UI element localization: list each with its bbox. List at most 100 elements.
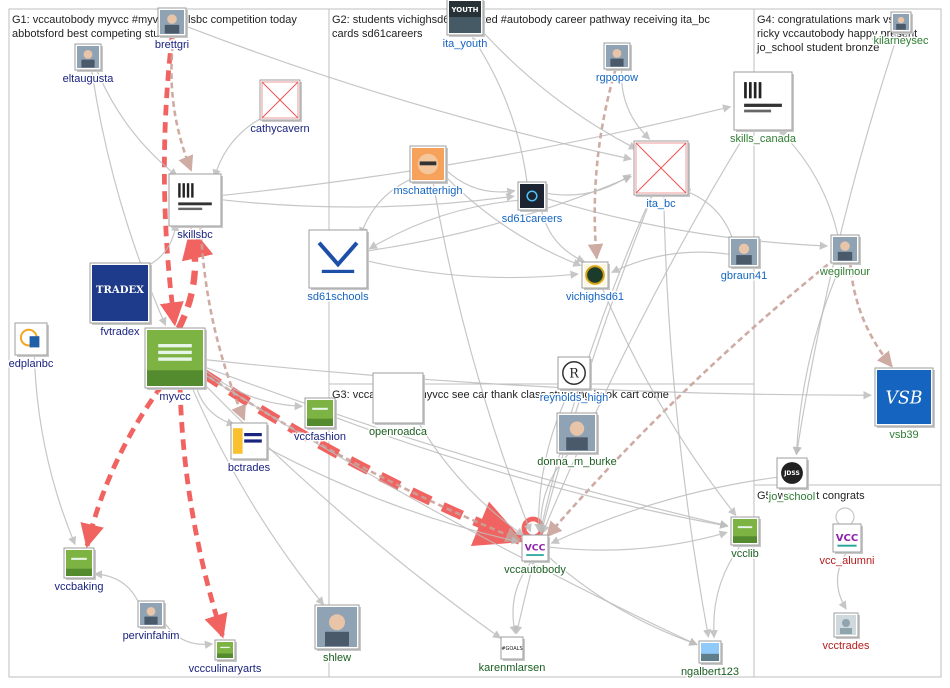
default-avatar-icon <box>836 615 856 635</box>
node-sd61careers[interactable]: sd61careers <box>500 181 564 227</box>
avatar-icon <box>606 45 628 67</box>
node-vcclib[interactable]: vcclib <box>730 516 761 562</box>
edge-vccautobody-to-karenmlarsen <box>509 560 533 635</box>
edge-edplanbc-to-vccbaking <box>33 354 76 546</box>
edge-ita_bc-to-karenmlarsen <box>514 193 654 635</box>
edge-vccfashion-to-vcclib <box>334 416 729 529</box>
edge-myvcc-to-karenmlarsen <box>197 377 502 639</box>
node-vcctrades[interactable]: vcctrades <box>821 612 872 654</box>
node-label: shlew <box>323 652 351 664</box>
node-label: jo_school <box>768 491 815 503</box>
node-donna_m_burke[interactable]: donna_m_burke <box>536 412 618 470</box>
edge-sd61careers-to-ita_youth <box>472 36 528 183</box>
node-bctrades[interactable]: bctrades <box>226 422 272 476</box>
edge-myvcc-to-vccbaking <box>80 383 165 549</box>
node-shlew[interactable]: shlew <box>314 604 361 666</box>
edge-sd61schools-to-ita_bc <box>365 175 632 252</box>
node-vccfashion[interactable]: vccfashion <box>293 397 347 445</box>
node-vccbaking[interactable]: vccbaking <box>53 547 105 595</box>
node-label: skills_canada <box>730 133 797 145</box>
edge-skills_canada-to-vccautobody <box>541 126 751 534</box>
node-label: ita_bc <box>646 198 676 210</box>
edge-bctrades-to-vccautobody <box>265 446 520 545</box>
r-logo-icon: R <box>560 359 588 387</box>
node-gbraun41[interactable]: gbraun41 <box>719 236 769 284</box>
nodes-layer: brettgri eltaugusta cathycavern skillsbcTRA… <box>7 0 935 680</box>
sd61-logo-icon <box>520 184 544 208</box>
edge-vccautobody-to-vcclib <box>547 530 728 551</box>
node-edplanbc[interactable]: edplanbc <box>7 322 55 372</box>
node-label: wegilmour <box>819 266 870 278</box>
node-skills_canada[interactable]: skills_canada <box>728 71 798 147</box>
edge-cathycavern-to-skillsbc <box>212 114 268 178</box>
node-brettgri[interactable]: brettgri <box>153 7 191 53</box>
node-vccculinaryarts[interactable]: vccculinaryarts <box>187 639 263 677</box>
edge-gbraun41-to-vichighsd61 <box>611 251 730 273</box>
edge-donna_m_burke-to-vccautobody <box>536 451 571 533</box>
node-label: vccbaking <box>55 581 104 593</box>
node-mschatterhigh[interactable]: mschatterhigh <box>392 145 464 199</box>
node-jo_school[interactable]: JDSS jo_school <box>766 457 817 505</box>
skills-logo-icon <box>171 176 219 224</box>
node-vichighsd61[interactable]: vichighsd61 <box>564 261 626 305</box>
node-myvcc[interactable]: myvcc <box>144 327 207 405</box>
edge-self-loop-vcc_alumni <box>835 507 855 527</box>
node-label: bctrades <box>228 462 271 474</box>
edge-sd61careers-to-sd61schools <box>368 199 519 250</box>
node-sd61schools[interactable]: sd61schools <box>306 229 371 305</box>
node-ita_bc[interactable]: ita_bc <box>633 140 690 212</box>
logo-text: VSB <box>886 388 923 408</box>
node-rgpopow[interactable]: rgpopow <box>594 42 640 86</box>
node-pervinfahim[interactable]: pervinfahim <box>121 600 181 644</box>
victoria-logo-icon <box>311 232 365 286</box>
node-kilarneysec[interactable]: kilarneysec <box>872 11 931 49</box>
edge-eltaugusta-to-myvcc <box>91 69 167 327</box>
node-label: vsb39 <box>889 429 918 441</box>
node-label: ita_youth <box>443 38 488 50</box>
node-openroadca[interactable]: openroadca <box>367 372 429 440</box>
edge-myvcc-to-ngalbert123 <box>200 371 698 646</box>
edge-ita_bc-to-vccautobody <box>537 193 654 533</box>
edge-rgpopow-to-vichighsd61 <box>587 68 617 260</box>
node-label: edplanbc <box>9 358 54 370</box>
broken-image-icon <box>261 81 299 119</box>
node-label: karenmlarsen <box>479 662 546 674</box>
avatar-icon <box>77 46 99 68</box>
node-wegilmour[interactable]: wegilmour <box>817 234 872 280</box>
group-label-g1-line1: G1: vccautobody myvcc #myvcc skillsbc co… <box>12 14 297 26</box>
edge-mschatterhigh-to-vichighsd61 <box>442 173 582 267</box>
edge-rgpopow-to-ita_bc <box>620 68 651 140</box>
avatar-icon <box>140 603 162 625</box>
logo-text: JDSS <box>783 470 800 477</box>
avatar-icon <box>893 14 909 30</box>
node-label: skillsbc <box>177 229 213 241</box>
node-label: ngalbert123 <box>681 666 739 678</box>
node-cathycavern[interactable]: cathycavern <box>249 79 311 137</box>
node-ngalbert123[interactable]: ngalbert123 <box>679 640 741 680</box>
node-label: vccfashion <box>294 431 346 443</box>
vcc-logo-icon <box>147 330 203 386</box>
node-vsb39[interactable]: VSB vsb39 <box>874 367 935 443</box>
edge-myvcc-to-shlew <box>189 383 325 606</box>
node-label: pervinfahim <box>123 630 180 642</box>
node-skillsbc[interactable]: skillsbc <box>168 173 223 243</box>
edge-mschatterhigh-to-sd61schools <box>359 176 416 236</box>
trades-logo-icon <box>233 425 265 457</box>
edge-sd61careers-to-vichighsd61 <box>540 206 586 263</box>
node-label: sd61schools <box>307 291 369 303</box>
group-label-g4-line1: G4: congratulations mark vsb39 <box>757 14 912 26</box>
vcc-logo-icon <box>66 550 92 576</box>
node-label: openroadca <box>369 426 428 438</box>
edge-vcc_alumni-to-vcctrades <box>836 551 848 610</box>
group-label-g1-line2: abbotsford best competing students <box>12 28 187 40</box>
avatar-icon <box>160 10 184 34</box>
edge-sd61careers-to-ita_bc <box>545 174 632 196</box>
node-eltaugusta[interactable]: eltaugusta <box>61 43 116 87</box>
